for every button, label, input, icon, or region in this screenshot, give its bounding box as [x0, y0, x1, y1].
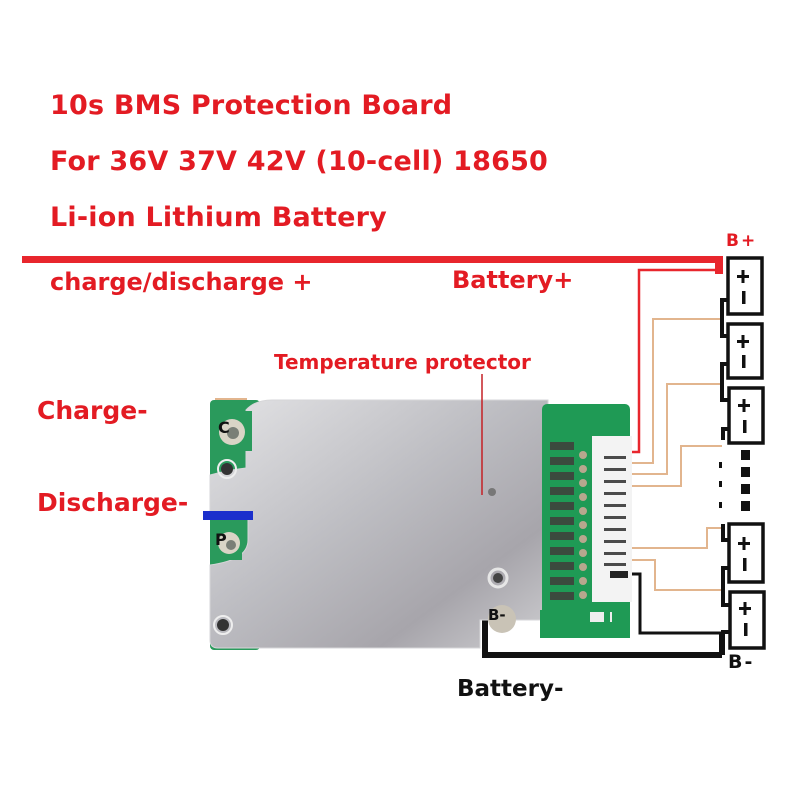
battery-cell-1 — [726, 256, 764, 316]
battery-plus-sense-wire — [626, 268, 716, 454]
battery-plus-label: Battery+ — [452, 266, 574, 294]
title-line-3: Li-ion Lithium Battery — [50, 202, 387, 233]
battery-cell-stack — [720, 256, 766, 655]
heatsink-screw-top — [221, 463, 233, 475]
title-line-2: For 36V 37V 42V (10-cell) 18650 — [50, 146, 549, 177]
temperature-sensor-mount — [488, 488, 496, 496]
charge-discharge-plus-label: charge/discharge + — [50, 268, 313, 296]
battery-cell-9 — [727, 522, 765, 584]
charge-minus-label: Charge- — [37, 396, 148, 425]
b-minus-label: B- — [728, 651, 755, 673]
battery-cell-10 — [728, 590, 766, 650]
balance-wires — [215, 318, 722, 591]
battery-cell-3 — [727, 386, 765, 445]
charge-pad — [212, 411, 252, 451]
discharge-minus-label: Discharge- — [37, 488, 189, 517]
positive-main-wire — [22, 256, 723, 274]
battery-cell-2 — [726, 322, 764, 380]
battery-minus-label: Battery- — [457, 676, 564, 702]
title-line-1: 10s BMS Protection Board — [50, 90, 453, 121]
pad-label-c: C — [218, 418, 230, 437]
battery-minus-pad — [488, 605, 516, 633]
b-plus-label: B+ — [726, 231, 758, 251]
pcb-right-section — [488, 404, 632, 638]
discharge-pad — [212, 522, 242, 560]
black-connector-pin — [610, 571, 628, 578]
heatsink-screw-right — [493, 573, 503, 583]
pad-label-b-minus: B- — [488, 606, 506, 624]
temperature-protector-label: Temperature protector — [274, 350, 531, 374]
cell-polarity-symbols — [737, 270, 751, 636]
heatsink-screw-bottom — [217, 619, 229, 631]
discharge-tab — [203, 511, 253, 520]
pad-label-p: P — [215, 530, 227, 549]
omitted-cells-ellipsis — [719, 450, 750, 511]
